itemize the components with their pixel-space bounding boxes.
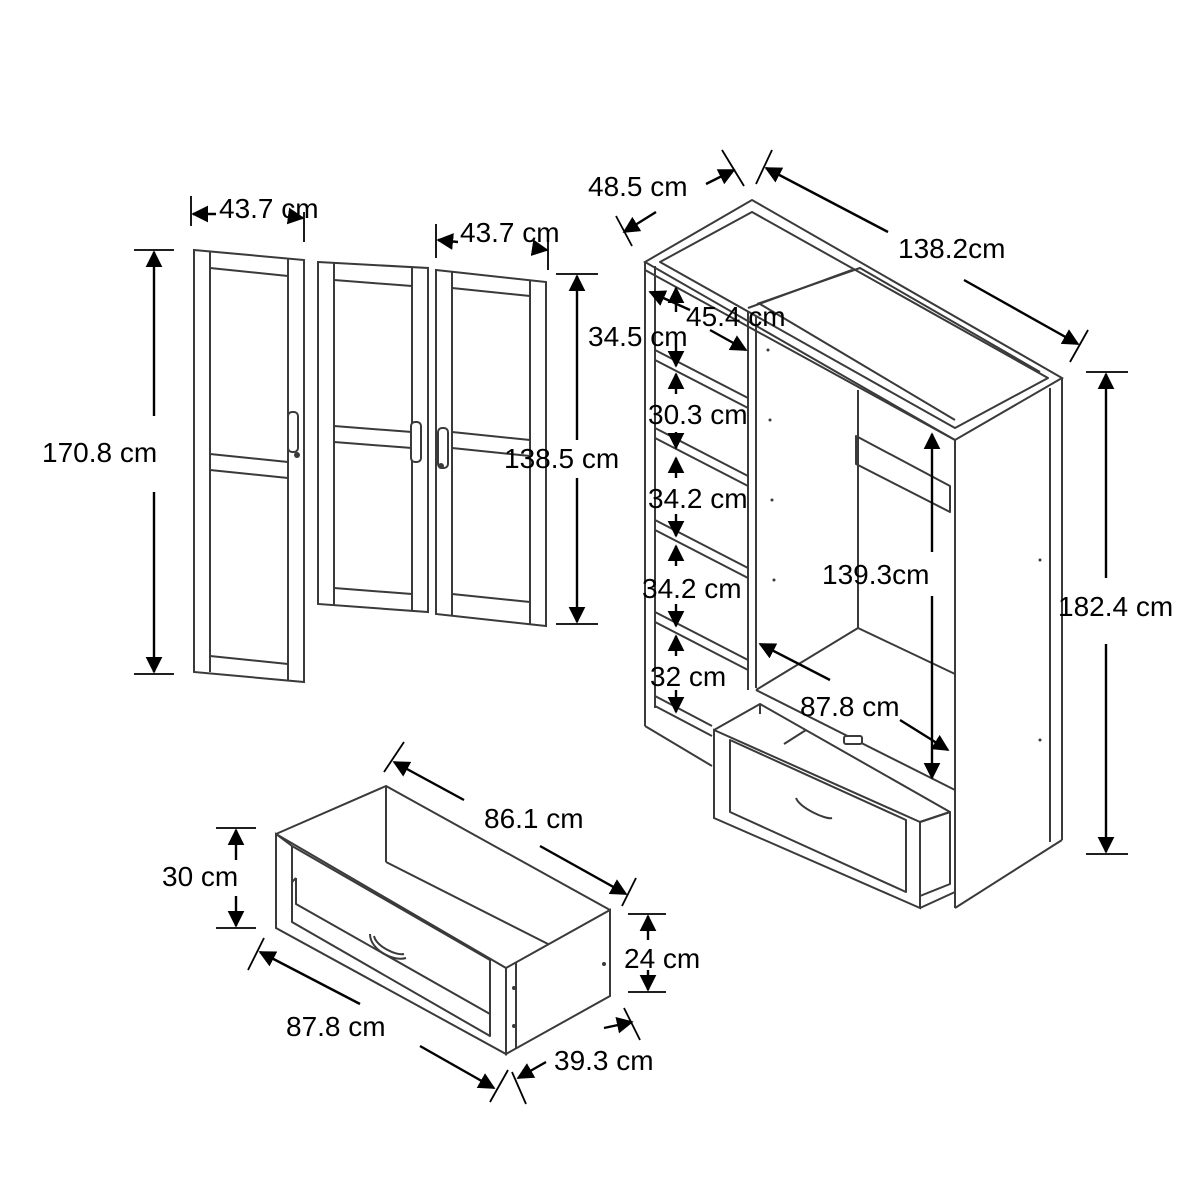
drawer-depth-label: 39.3 cm: [554, 1045, 654, 1076]
drawer-handle-icon: [795, 797, 833, 820]
shelf-gap-label-1: 34.5 cm: [588, 321, 688, 352]
dim-drawer-front-width: 87.8 cm: [247, 937, 509, 1103]
dim-hanging-height: 139.3cm: [822, 432, 941, 780]
wardrobe-depth-label: 48.5 cm: [588, 171, 688, 202]
shelf-gap-label-3: 34.2 cm: [648, 483, 748, 514]
hanging-height-label: 139.3cm: [822, 559, 929, 590]
shelf-depth-label: 45.4 cm: [686, 301, 786, 332]
dim-drawer-inner-length: 86.1 cm: [383, 741, 637, 907]
left-door-height-label: 170.8 cm: [42, 437, 157, 468]
door-handle-icon: [437, 427, 449, 469]
right-doors-width-label: 43.7 cm: [460, 217, 560, 248]
shelf-gap-label-4: 34.2 cm: [642, 573, 742, 604]
drawer-inner-length-label: 86.1 cm: [484, 803, 584, 834]
dim-shelf-depth: 45.4 cm: [648, 290, 786, 352]
drawer-front-width-label: 87.8 cm: [286, 1011, 386, 1042]
drawer-front-height-label: 30 cm: [162, 861, 238, 892]
dim-wardrobe-depth: 48.5 cm: [588, 149, 745, 247]
dim-left-door-height: 170.8 cm: [42, 249, 174, 675]
right-doors-height-label: 138.5 cm: [504, 443, 619, 474]
dim-drawer-side-height: 24 cm: [624, 913, 700, 993]
inner-width-label: 87.8 cm: [800, 691, 900, 722]
drawer-detail: [275, 785, 611, 1056]
dim-right-doors-height: 138.5 cm: [504, 273, 619, 625]
shelf-gap-label-2: 30.3 cm: [648, 399, 748, 430]
dim-drawer-front-height: 30 cm: [162, 827, 256, 929]
dim-wardrobe-width: 138.2cm: [755, 149, 1089, 363]
wardrobe-height-label: 182.4 cm: [1058, 591, 1173, 622]
dim-right-doors-width: 43.7 cm: [435, 217, 560, 270]
left-door-width-label: 43.7 cm: [219, 193, 319, 224]
left-door: [193, 248, 305, 684]
dim-inner-width: 87.8 cm: [758, 642, 950, 752]
wardrobe-drawer: [713, 703, 956, 910]
dim-shelf-gaps: 34.5 cm 30.3 cm 34.2 cm 34.2 cm 32 cm: [588, 286, 748, 714]
dim-left-door-width: 43.7 cm: [190, 193, 319, 242]
door-handle-icon: [287, 411, 299, 453]
shelf-gap-label-5: 32 cm: [650, 661, 726, 692]
door-handle-icon: [410, 421, 422, 463]
drawer-handle-icon: [369, 933, 407, 960]
wardrobe-carcass: [642, 198, 1065, 909]
drawer-side-height-label: 24 cm: [624, 943, 700, 974]
wardrobe-width-label: 138.2cm: [898, 233, 1005, 264]
right-door: [435, 268, 547, 628]
dim-wardrobe-height: 182.4 cm: [1058, 371, 1173, 855]
dim-drawer-depth: 39.3 cm: [511, 1007, 654, 1105]
middle-door: [317, 260, 429, 614]
